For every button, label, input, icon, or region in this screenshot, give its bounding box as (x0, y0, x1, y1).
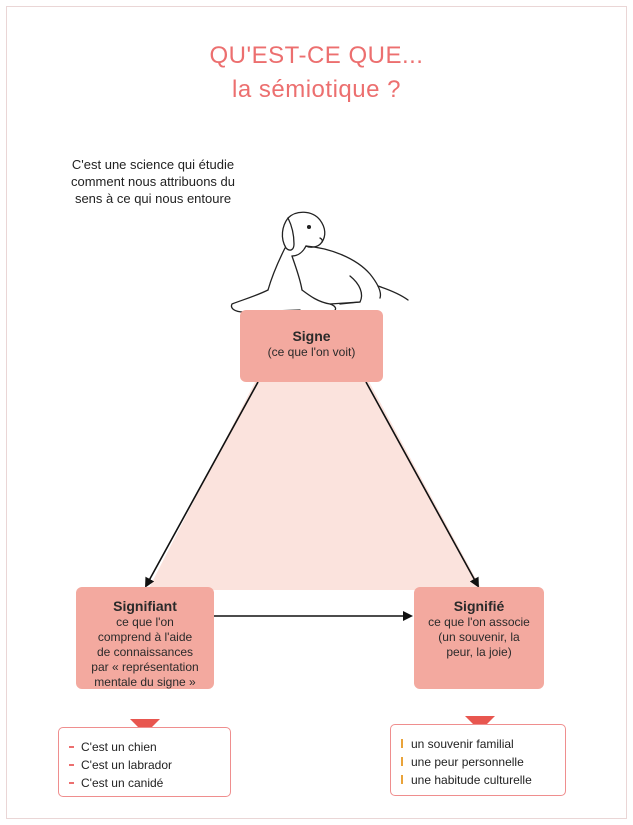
signifie-description: ce que l'on associe (un souvenir, la peu… (428, 615, 530, 659)
signe-heading: Signe (292, 328, 331, 344)
arrow-signe-to-signifiant (145, 381, 259, 588)
signifiant-examples-list: C'est un chien C'est un labrador C'est u… (58, 727, 231, 797)
dash-bullet-icon (69, 744, 75, 750)
list-item-text: C'est un canidé (81, 776, 164, 790)
list-item-text: une peur personnelle (411, 755, 524, 769)
list-item: C'est un canidé (69, 774, 230, 792)
title-line-2: la sémiotique ? (232, 76, 401, 103)
list-item: C'est un labrador (69, 756, 230, 774)
list-item: une habitude culturelle (399, 771, 565, 789)
signifiant-box: Signifiant ce que l'on comprend à l'aide… (76, 587, 214, 689)
bar-bullet-icon (399, 775, 405, 784)
signifiant-heading: Signifiant (113, 598, 177, 614)
signifiant-description: ce que l'on comprend à l'aide de connais… (91, 615, 199, 689)
signifie-heading: Signifié (453, 598, 505, 614)
list-item-text: un souvenir familial (411, 737, 514, 751)
list-item: une peur personnelle (399, 753, 565, 771)
dash-bullet-icon (69, 780, 75, 786)
signifie-box: Signifié ce que l'on associe (un souveni… (414, 587, 544, 689)
list-item-text: C'est un chien (81, 740, 157, 754)
bar-bullet-icon (399, 739, 405, 748)
list-item: un souvenir familial (399, 735, 565, 753)
bar-bullet-icon (399, 757, 405, 766)
list-item: C'est un chien (69, 738, 230, 756)
triangle-background (148, 380, 482, 590)
signe-description: (ce que l'on voit) (267, 345, 356, 359)
list-item-text: C'est un labrador (81, 758, 173, 772)
title-line-1: QU'EST-CE QUE... (209, 42, 424, 69)
signifie-examples-list: un souvenir familial une peur personnell… (390, 724, 566, 796)
list-item-text: une habitude culturelle (411, 773, 532, 787)
dash-bullet-icon (69, 762, 75, 768)
intro-text: C'est une science qui étudie comment nou… (70, 157, 236, 206)
signe-box: Signe (ce que l'on voit) (240, 310, 383, 382)
dog-icon (230, 211, 409, 313)
page-frame (6, 6, 627, 819)
arrow-signe-to-signifie (365, 381, 479, 588)
